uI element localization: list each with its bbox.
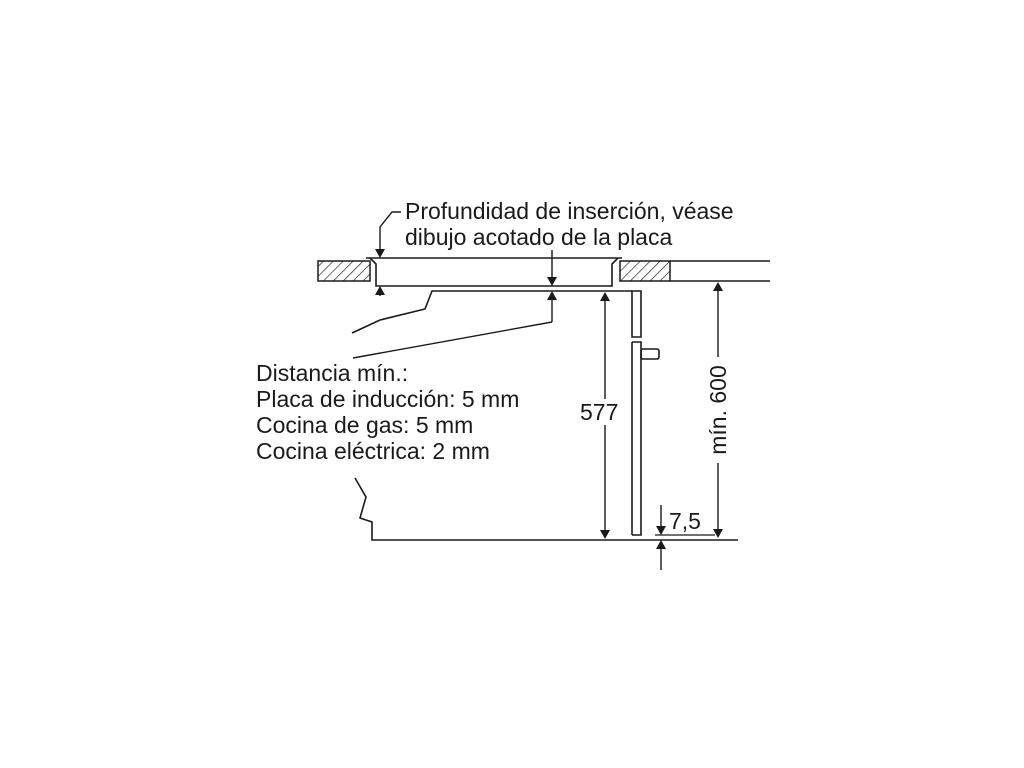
niche-height-label: mín. 600: [705, 357, 731, 463]
oven-height-arrow-bottom: [600, 530, 610, 539]
oven-body: [351, 290, 660, 541]
min-distance-arrow-up: [547, 291, 557, 300]
insertion-arrow-up: [375, 286, 385, 295]
min-distance-arrow-down: [547, 277, 557, 286]
min-distance-title: Distancia mín.:: [256, 360, 409, 386]
min-distance-marker: [352, 250, 557, 359]
oven-height-arrow-top: [600, 292, 610, 301]
insertion-leader-line: [379, 211, 401, 250]
oven-top-profile: [351, 290, 632, 334]
worktop-right-section: [619, 260, 671, 282]
insertion-note-line2: dibujo acotado de la placa: [405, 224, 673, 250]
insertion-arrow-down: [375, 249, 385, 258]
niche-height-arrow-top: [713, 282, 723, 291]
oven-height-label: 577: [580, 399, 619, 425]
oven-front-panel: [631, 290, 642, 338]
worktop: [317, 260, 770, 282]
bottom-gap-label: 7,5: [669, 508, 701, 534]
gap-arrow-up: [656, 540, 666, 549]
hob-outline: [369, 257, 619, 287]
min-distance-electric: Cocina eléctrica: 2 mm: [256, 438, 490, 464]
worktop-left-section: [317, 260, 371, 282]
gap-arrow-down: [656, 526, 666, 535]
insertion-note-line1: Profundidad de inserción, véase: [405, 198, 734, 224]
oven-bottom-profile: [354, 477, 641, 541]
bottom-gap-dimension: [641, 505, 738, 570]
min-distance-leader-diagonal: [352, 321, 553, 359]
niche-height-arrow-bottom: [713, 529, 723, 538]
hob: [366, 257, 622, 287]
insertion-depth-marker: [375, 211, 401, 296]
oven-front-lower: [632, 341, 642, 536]
min-distance-gas: Cocina de gas: 5 mm: [256, 412, 474, 438]
min-distance-induction: Placa de inducción: 5 mm: [256, 386, 520, 412]
oven-knob: [640, 348, 660, 360]
